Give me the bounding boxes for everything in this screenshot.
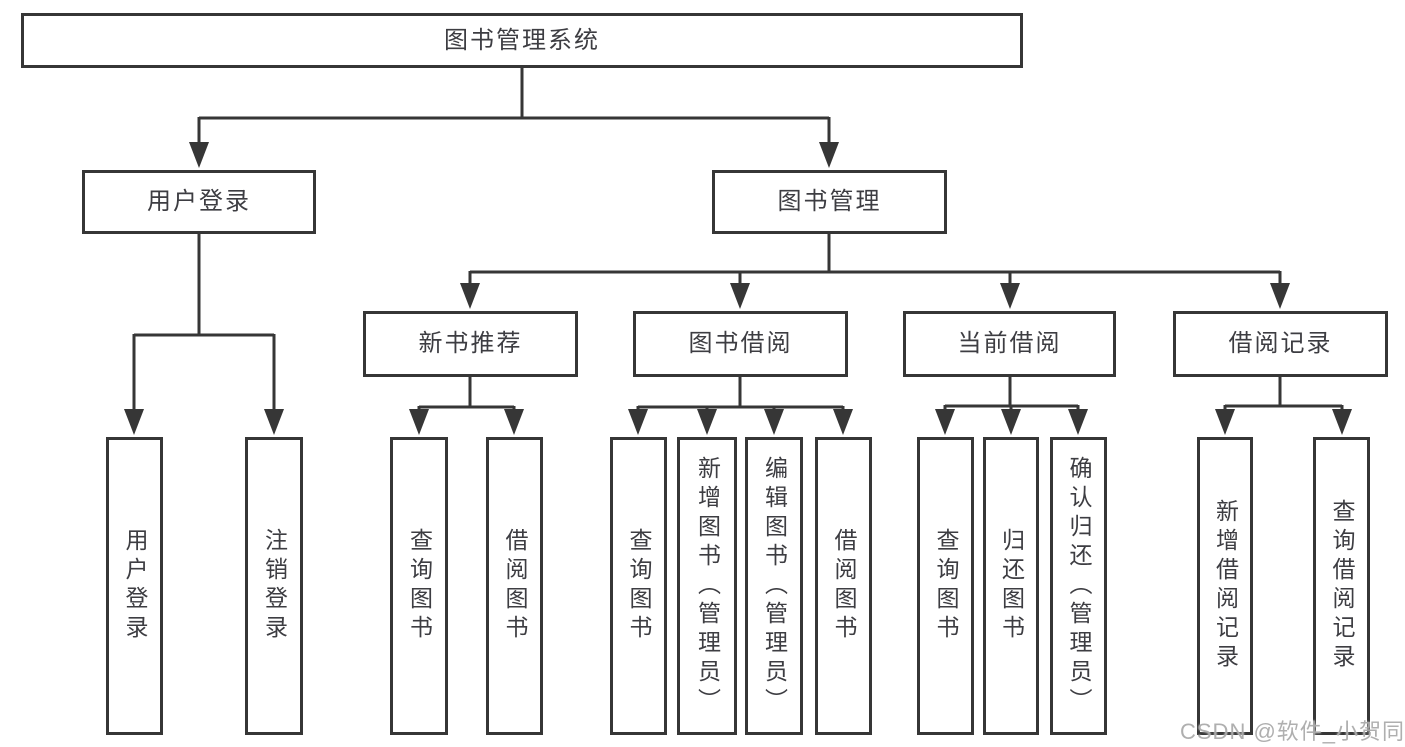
leaf-query-books-current: 查询图书 xyxy=(917,437,974,735)
node-borrowing-records: 借阅记录 xyxy=(1173,311,1388,377)
node-user-login: 用户登录 xyxy=(82,170,316,234)
node-new-book-recommend: 新书推荐 xyxy=(363,311,578,377)
leaf-return-books: 归还图书 xyxy=(983,437,1039,735)
leaf-logout: 注销登录 xyxy=(245,437,303,735)
leaf-confirm-return-admin: 确认归还（管理员） xyxy=(1050,437,1107,735)
leaf-query-borrow-record: 查询借阅记录 xyxy=(1313,437,1370,735)
node-library-management-system: 图书管理系统 xyxy=(21,13,1023,68)
csdn-watermark: CSDN @软件_小贺同学 xyxy=(1180,719,1405,744)
leaf-edit-books-admin: 编辑图书（管理员） xyxy=(745,437,803,735)
arrowhead-icons xyxy=(124,142,1352,435)
node-book-management: 图书管理 xyxy=(712,170,947,234)
leaf-borrow-books-newbook: 借阅图书 xyxy=(486,437,543,735)
leaf-query-books-borrow: 查询图书 xyxy=(610,437,667,735)
leaf-borrow-books-borrow: 借阅图书 xyxy=(815,437,872,735)
connector-lines xyxy=(132,66,1344,414)
leaf-user-login: 用户登录 xyxy=(106,437,163,735)
leaf-query-books-newbook: 查询图书 xyxy=(390,437,448,735)
leaf-add-books-admin: 新增图书（管理员） xyxy=(677,437,737,735)
node-current-borrowing: 当前借阅 xyxy=(903,311,1116,377)
leaf-add-borrow-record: 新增借阅记录 xyxy=(1197,437,1253,735)
node-book-borrowing: 图书借阅 xyxy=(633,311,848,377)
